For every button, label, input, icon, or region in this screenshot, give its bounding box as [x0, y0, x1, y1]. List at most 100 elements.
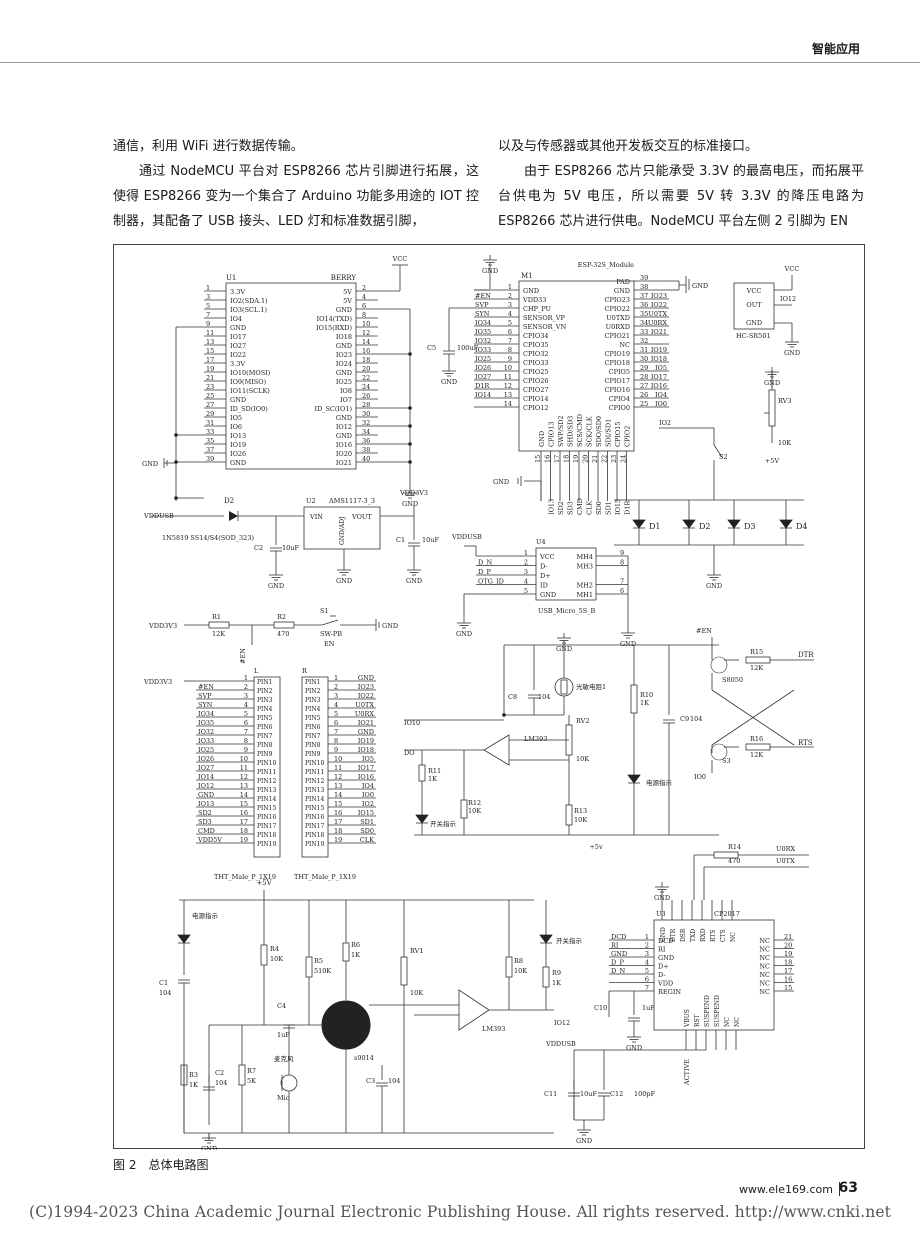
net-label: IO17 — [651, 373, 667, 381]
pin-number: 38 — [640, 283, 648, 291]
net-label: SVP — [198, 692, 212, 700]
led-label: 开关指示 — [556, 936, 583, 945]
pin-number: 37 — [640, 292, 648, 300]
pin-number: 1 — [524, 549, 528, 557]
pin-number: 1 — [508, 283, 512, 291]
pin-number: 4 — [508, 310, 512, 318]
pin-label: IO11(SCLK) — [230, 387, 270, 395]
pin-number: 6 — [244, 719, 248, 727]
r2-ref: R2 — [277, 613, 286, 621]
pin-number: 31 — [640, 346, 648, 354]
pin-label: IO12 — [336, 423, 352, 431]
pin-label: PIN13 — [257, 787, 276, 794]
pin-label: SUSPEND — [704, 995, 711, 1027]
pin-label: PIN7 — [257, 733, 273, 740]
pin-label: CPIO23 — [604, 296, 630, 304]
pin-label: PIN9 — [305, 751, 321, 758]
capacitor-value: 100uF — [457, 344, 479, 352]
potentiometer — [768, 389, 776, 427]
u4-ref: U4 — [536, 538, 546, 546]
junction-dot — [174, 496, 178, 500]
net-label: D_N — [478, 559, 492, 567]
pin-number: 35 — [640, 310, 648, 318]
pin-label: PIN16 — [257, 814, 276, 821]
net-label: VDD3V3 — [143, 678, 172, 686]
pin-label: PIN12 — [305, 778, 324, 785]
s1-ref: S1 — [320, 607, 329, 615]
transistor-label: s9014 — [354, 1054, 374, 1062]
net-label: IO15 — [358, 809, 374, 817]
pin-number: 15 — [534, 455, 542, 463]
pin-label: GND — [230, 396, 246, 404]
transistor-s9014 — [321, 1000, 371, 1050]
pin-label: IO6 — [230, 423, 242, 431]
pin-number: 2 — [508, 292, 512, 300]
pin-label: IO20 — [336, 450, 352, 458]
net-label: GND — [611, 950, 627, 958]
pin-number: 36 — [640, 301, 648, 309]
pin-number: 5 — [334, 710, 338, 718]
u2-part: AMS1117-3_3 — [328, 497, 375, 505]
pin-label: RST — [694, 1014, 701, 1027]
led-label: 电源指示 — [192, 911, 219, 920]
comparator-lm393 — [483, 734, 510, 766]
pin-number: 1 — [206, 284, 210, 292]
lm393-label: LM393 — [482, 1025, 505, 1033]
pin-label: GND — [540, 591, 556, 599]
pin-number: 15 — [240, 800, 248, 808]
net-label: D1R — [475, 382, 490, 390]
diode-d2 — [229, 511, 238, 521]
pin-label: PIN1 — [257, 679, 272, 686]
pin-label: SENSOR_VP — [523, 314, 566, 322]
net-label: #EN — [475, 292, 491, 300]
pin-label: IO24 — [336, 360, 352, 368]
resistor-r1 — [208, 621, 230, 629]
net-label: IO12 — [198, 782, 214, 790]
ldr-label: 光敏电阻1 — [576, 682, 606, 691]
pin-label: NC — [759, 946, 770, 954]
net-label: SD1 — [605, 501, 613, 515]
pin-number: 5 — [244, 710, 248, 718]
junction-dot — [408, 424, 412, 428]
pin-label: CPIO0 — [609, 404, 630, 412]
pin-label: NC — [759, 971, 770, 979]
pin-label: PIN6 — [305, 724, 321, 731]
pin-label: CPIO33 — [523, 359, 549, 367]
r9-value: 1K — [552, 979, 561, 987]
pin-number: 17 — [206, 356, 214, 364]
junction-dot — [408, 352, 412, 356]
net-label: SD1 — [360, 818, 374, 826]
pin-label: D- — [658, 971, 666, 979]
pin-label: GND — [523, 287, 539, 295]
vcc-label: VCC — [784, 265, 800, 273]
net-label: IO25 — [475, 355, 491, 363]
pin-number: 12 — [334, 773, 342, 781]
pin-label: PIN13 — [305, 787, 324, 794]
pin-label: CPIO35 — [523, 341, 549, 349]
pin-number: 32 — [640, 337, 648, 345]
r11-ref: R11 — [428, 767, 441, 775]
pin-label: VCC — [539, 553, 555, 561]
net-label: GND — [358, 728, 374, 736]
pin-number: 3 — [206, 293, 210, 301]
light-dependent-resistor — [560, 679, 568, 695]
page-number: 63 — [838, 1180, 858, 1196]
header-part: THT_Male_P_1X19 — [294, 873, 356, 881]
net-label: DCD — [611, 933, 626, 941]
net-label: IO18 — [651, 355, 667, 363]
net-label: EN — [324, 640, 335, 648]
pin-number: 2 — [244, 683, 248, 691]
pin-label: IO10(MOSI) — [230, 369, 271, 377]
r7-ref: R7 — [247, 1067, 256, 1075]
c1-value: 104 — [159, 989, 171, 997]
r12-ref: R12 — [468, 799, 481, 807]
r6-ref: R6 — [351, 941, 360, 949]
pin-number: 4 — [244, 701, 248, 709]
gnd-label: GND — [493, 478, 509, 486]
pin-number: 7 — [645, 984, 649, 992]
pin-label: RXD — [700, 928, 707, 942]
pin-label: CPIO32 — [523, 350, 549, 358]
pin-label: D+ — [540, 572, 551, 580]
net-label: IO2 — [362, 800, 374, 808]
net-label: IO32 — [198, 728, 214, 736]
